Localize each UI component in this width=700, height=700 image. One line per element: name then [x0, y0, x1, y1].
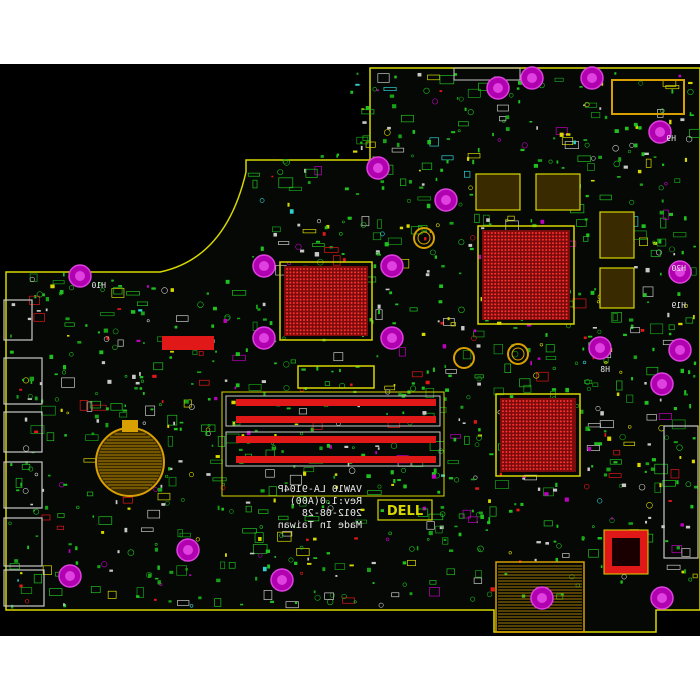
- io-ports-left: [3, 299, 45, 607]
- dc-jack-connector: [611, 79, 685, 115]
- io-port-right: [663, 425, 699, 559]
- connector-center-yellow: [297, 365, 375, 389]
- bottom-connector: [495, 561, 585, 633]
- memory-slot-outline: [221, 391, 445, 497]
- silk-date: 2012-08-28: [302, 508, 362, 519]
- vram-chips: [475, 173, 635, 309]
- hole-label-h19: H19: [671, 301, 686, 310]
- bga-ball-pattern: [286, 232, 572, 470]
- hole-label-h20: H20: [671, 264, 686, 273]
- board-silkscreen: VAW10 LA-9104P Rev:1.0(A00) 2012-08-28 M…: [278, 484, 362, 531]
- hole-label-h10: H10: [91, 281, 106, 290]
- cmos-battery: [95, 420, 165, 497]
- hole-label-h9: H9: [666, 134, 676, 143]
- silk-origin: Made In Taiwan: [278, 520, 362, 531]
- silk-model: VAW10 LA-9104P: [278, 484, 362, 495]
- memory-slot-top: [225, 395, 441, 427]
- ec-chip-core: [612, 538, 640, 566]
- silk-revision: Rev:1.0(A00): [290, 496, 362, 507]
- top-header-connector: [453, 67, 521, 81]
- mounting-holes: [58, 66, 692, 610]
- svg-text:DELL: DELL: [387, 504, 423, 519]
- fpc-connector-left: [162, 336, 214, 350]
- hole-label-h8: H8: [600, 365, 610, 374]
- hole-labels: H10 H9 H20 H19 H8: [91, 134, 686, 374]
- cpu-bga-chip: [279, 261, 373, 341]
- memory-slot-bottom: [225, 431, 441, 467]
- dell-logo: DELL: [377, 499, 433, 521]
